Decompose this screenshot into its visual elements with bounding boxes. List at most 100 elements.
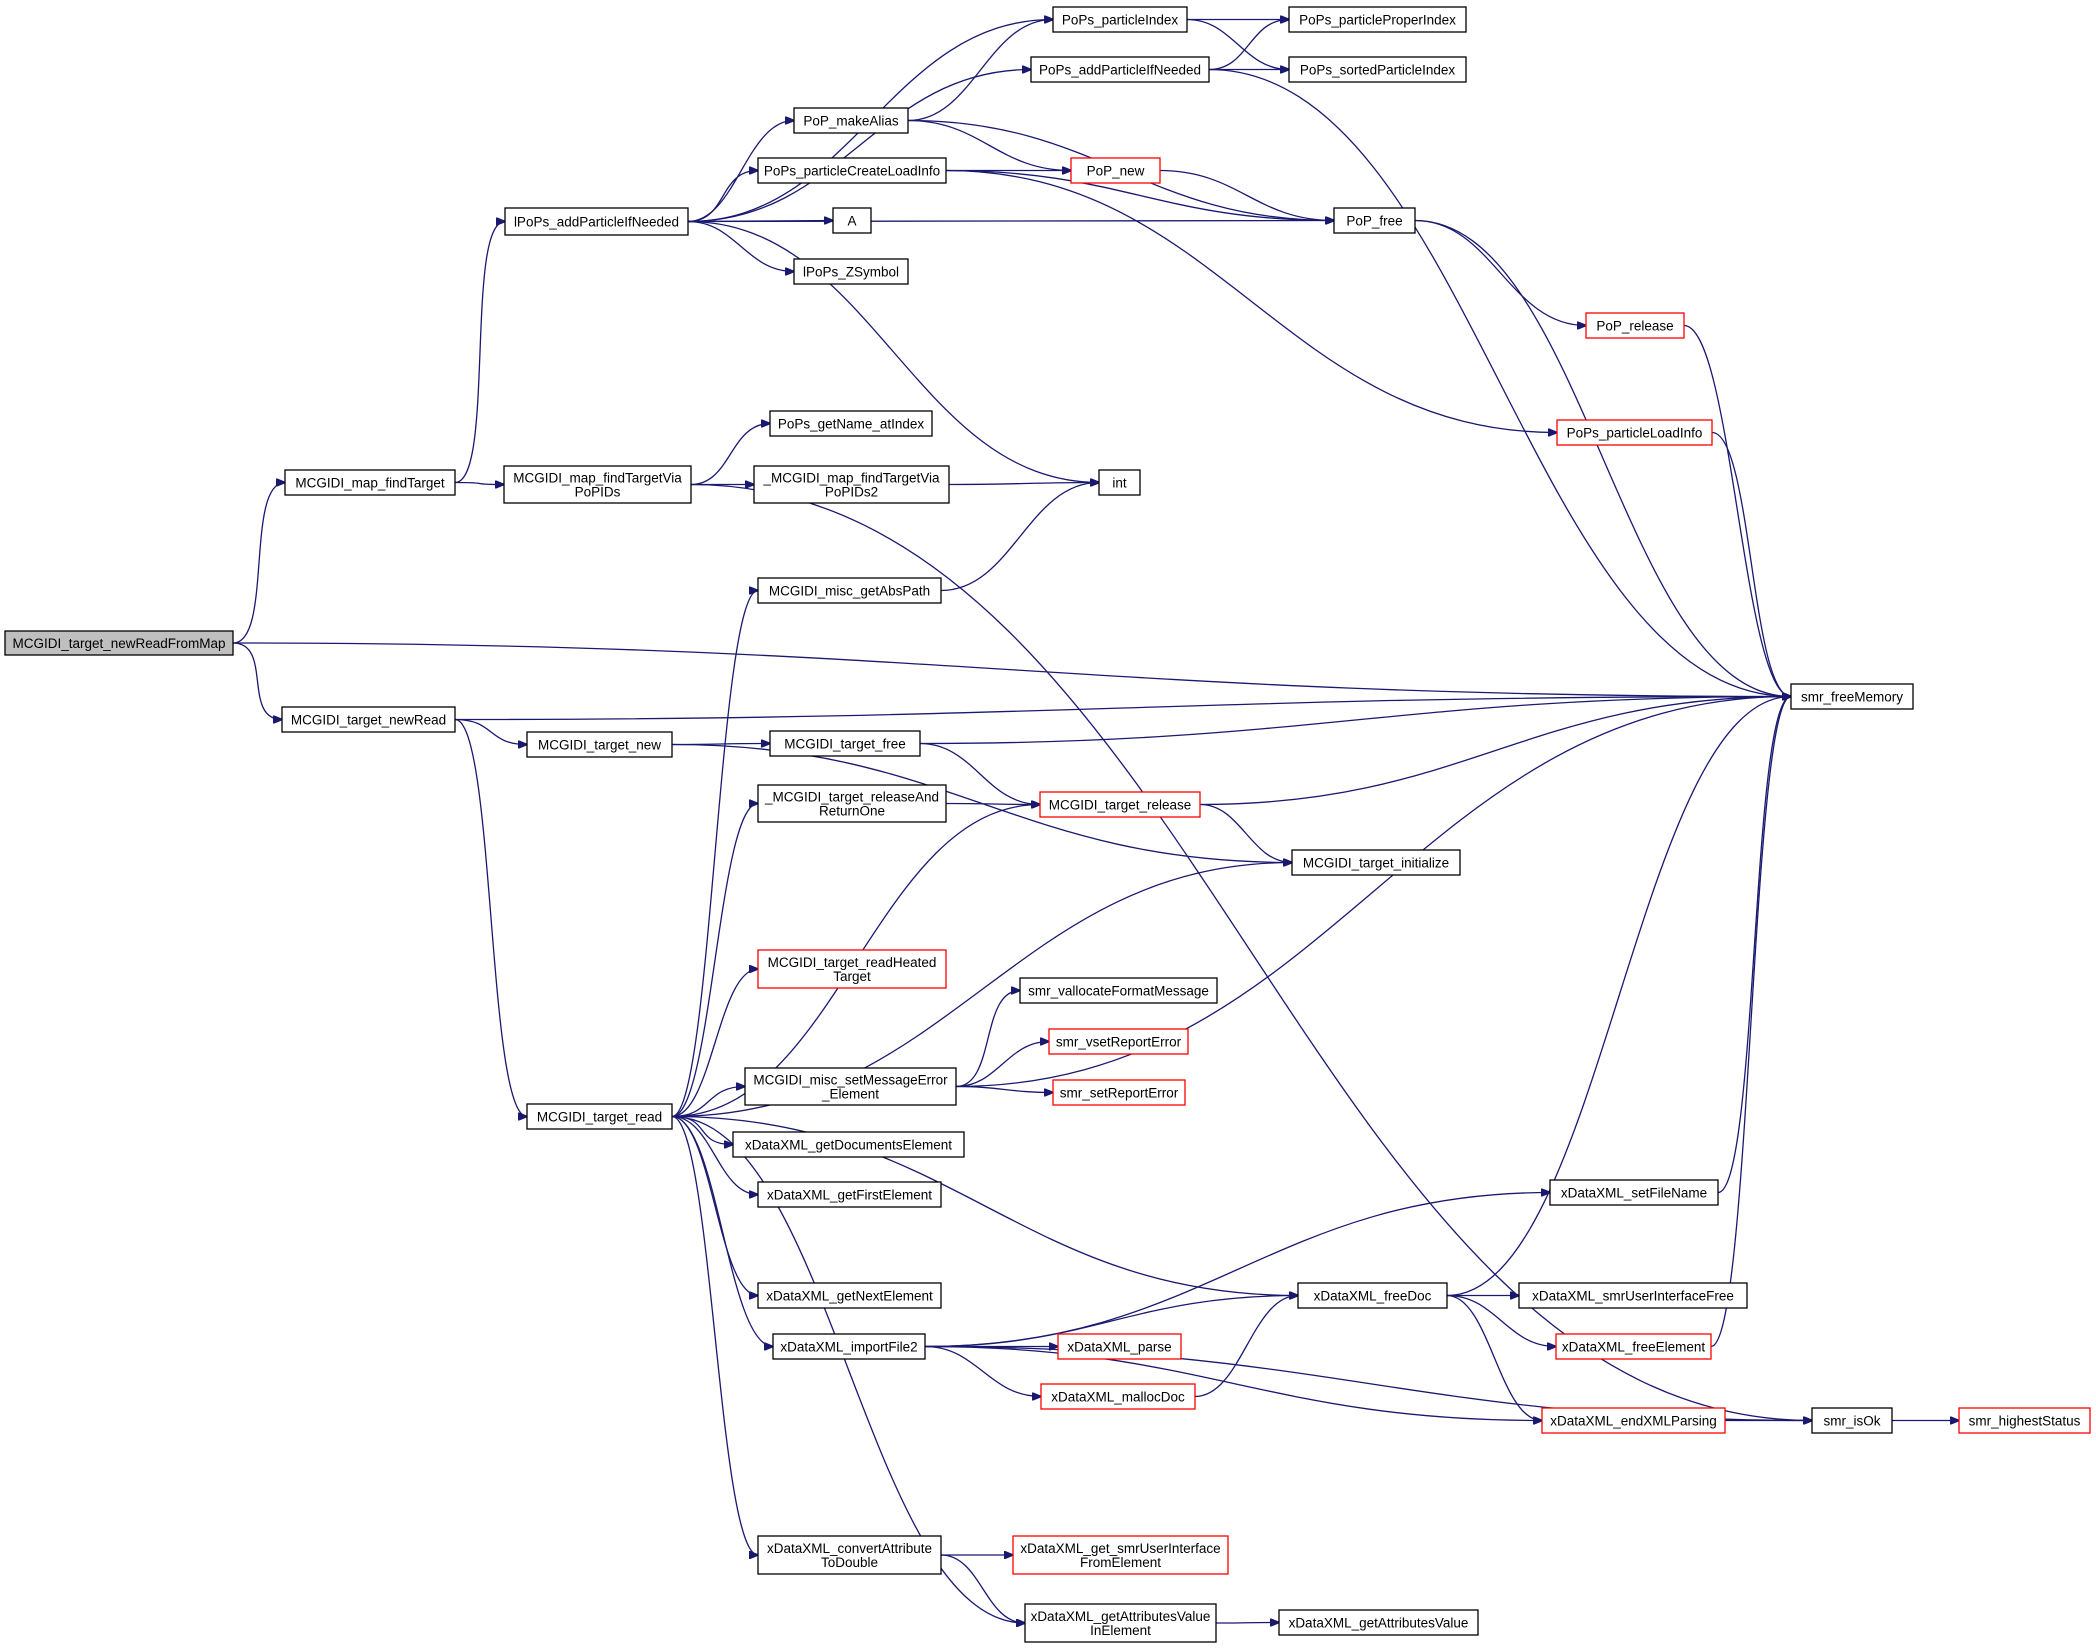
node-box[interactable] bbox=[4, 630, 234, 656]
node-box[interactable] bbox=[769, 730, 921, 757]
node-box[interactable] bbox=[757, 157, 947, 184]
node-box[interactable] bbox=[1288, 56, 1467, 83]
node-misc-get-abs-path[interactable]: MCGIDI_misc_getAbsPath bbox=[757, 577, 942, 604]
node-box[interactable] bbox=[1052, 1079, 1186, 1106]
node-malloc-doc[interactable]: xDataXML_mallocDoc bbox=[1040, 1383, 1196, 1410]
node-target-release[interactable]: MCGIDI_target_release bbox=[1039, 791, 1201, 818]
node-box[interactable] bbox=[793, 258, 909, 285]
node-smr-user-interface-free[interactable]: xDataXML_smrUserInterfaceFree bbox=[1518, 1282, 1748, 1309]
node-box[interactable] bbox=[504, 207, 689, 236]
node-box[interactable] bbox=[832, 207, 872, 234]
node-end-xmlparsing[interactable]: xDataXML_endXMLParsing bbox=[1541, 1407, 1726, 1434]
node-set-file-name[interactable]: xDataXML_setFileName bbox=[1549, 1179, 1719, 1206]
node-box[interactable] bbox=[1291, 849, 1461, 876]
node-get-documents-element[interactable]: xDataXML_getDocumentsElement bbox=[732, 1131, 965, 1158]
node-box[interactable] bbox=[757, 784, 947, 823]
node-pops-particle-index[interactable]: PoPs_particleIndex bbox=[1052, 6, 1188, 33]
node-lpops-zsymbol[interactable]: lPoPs_ZSymbol bbox=[793, 258, 909, 285]
node-box[interactable] bbox=[1030, 56, 1210, 83]
node-box[interactable] bbox=[1585, 312, 1685, 339]
node-import-file2[interactable]: xDataXML_importFile2 bbox=[772, 1333, 926, 1360]
node-box[interactable] bbox=[1541, 1407, 1726, 1434]
node-pops-load-info[interactable]: PoPs_particleLoadInfo bbox=[1556, 419, 1713, 446]
node-box[interactable] bbox=[1297, 1282, 1448, 1309]
node-set-report-error[interactable]: smr_setReportError bbox=[1052, 1079, 1186, 1106]
node-box[interactable] bbox=[757, 1535, 942, 1575]
node-get-first-element[interactable]: xDataXML_getFirstElement bbox=[757, 1181, 942, 1208]
node-pops-add-particle[interactable]: PoPs_addParticleIfNeeded bbox=[1030, 56, 1210, 83]
node-set-message-error[interactable]: MCGIDI_misc_setMessageError_Element bbox=[744, 1067, 957, 1106]
node-box[interactable] bbox=[1556, 419, 1713, 446]
node-box[interactable] bbox=[1098, 469, 1141, 496]
node-box[interactable] bbox=[526, 731, 673, 758]
node-box[interactable] bbox=[753, 465, 950, 504]
node-box[interactable] bbox=[757, 577, 942, 604]
node-pop-free[interactable]: PoP_free bbox=[1333, 207, 1416, 234]
node-lpops-add[interactable]: lPoPs_addParticleIfNeeded bbox=[504, 207, 689, 236]
node-box[interactable] bbox=[1039, 791, 1201, 818]
node-box[interactable] bbox=[1958, 1407, 2091, 1434]
node-pops-sorted-index[interactable]: PoPs_sortedParticleIndex bbox=[1288, 56, 1467, 83]
node-box[interactable] bbox=[1070, 157, 1161, 184]
node-box[interactable] bbox=[772, 1333, 926, 1360]
node-box[interactable] bbox=[1012, 1535, 1229, 1575]
node-box[interactable] bbox=[1288, 6, 1467, 33]
node-box[interactable] bbox=[1811, 1407, 1893, 1434]
node-box[interactable] bbox=[1790, 683, 1914, 710]
node-box[interactable] bbox=[1024, 1603, 1217, 1643]
node-get-attributes-value[interactable]: xDataXML_getAttributesValue bbox=[1278, 1609, 1479, 1636]
node-box[interactable] bbox=[1555, 1333, 1712, 1360]
node-box[interactable] bbox=[1333, 207, 1416, 234]
node-parse[interactable]: xDataXML_parse bbox=[1057, 1333, 1182, 1360]
node-box[interactable] bbox=[526, 1103, 673, 1130]
node-map-find-target[interactable]: MCGIDI_map_findTarget bbox=[284, 469, 456, 496]
node-get-next-element[interactable]: xDataXML_getNextElement bbox=[757, 1282, 942, 1309]
node-box[interactable] bbox=[281, 706, 456, 733]
node-target-initialize[interactable]: MCGIDI_target_initialize bbox=[1291, 849, 1461, 876]
node-box[interactable] bbox=[1518, 1282, 1748, 1309]
node-box[interactable] bbox=[757, 1181, 942, 1208]
node-box[interactable] bbox=[793, 107, 909, 134]
node-target-read[interactable]: MCGIDI_target_read bbox=[526, 1103, 673, 1130]
node-box[interactable] bbox=[1278, 1609, 1479, 1636]
node-pops-create-load-info[interactable]: PoPs_particleCreateLoadInfo bbox=[757, 157, 947, 184]
node-box[interactable] bbox=[1057, 1333, 1182, 1360]
node-box[interactable] bbox=[744, 1067, 957, 1106]
node-root[interactable]: MCGIDI_target_newReadFromMap bbox=[4, 630, 234, 656]
node-box[interactable] bbox=[757, 949, 947, 989]
node-pop-new[interactable]: PoP_new bbox=[1070, 157, 1161, 184]
node-free-element[interactable]: xDataXML_freeElement bbox=[1555, 1333, 1712, 1360]
node-box[interactable] bbox=[1048, 1028, 1189, 1055]
node-pop-make-alias[interactable]: PoP_makeAlias bbox=[793, 107, 909, 134]
node-a[interactable]: A bbox=[832, 207, 872, 234]
node-vset-report-error[interactable]: smr_vsetReportError bbox=[1048, 1028, 1189, 1055]
node-box[interactable] bbox=[1040, 1383, 1196, 1410]
node-box[interactable] bbox=[769, 410, 933, 437]
node-box[interactable] bbox=[757, 1282, 942, 1309]
node-smr-free-memory[interactable]: smr_freeMemory bbox=[1790, 683, 1914, 710]
node-int[interactable]: int bbox=[1098, 469, 1141, 496]
node-box[interactable] bbox=[732, 1131, 965, 1158]
node-smr-is-ok[interactable]: smr_isOk bbox=[1811, 1407, 1893, 1434]
node-pops-get-name[interactable]: PoPs_getName_atIndex bbox=[769, 410, 933, 437]
node-free-doc[interactable]: xDataXML_freeDoc bbox=[1297, 1282, 1448, 1309]
node-vallocate[interactable]: smr_vallocateFormatMessage bbox=[1019, 977, 1218, 1004]
node-box[interactable] bbox=[284, 469, 456, 496]
node-target-free[interactable]: MCGIDI_target_free bbox=[769, 730, 921, 757]
node-smr-highest-status[interactable]: smr_highestStatus bbox=[1958, 1407, 2091, 1434]
node-box[interactable] bbox=[1549, 1179, 1719, 1206]
node-target-new[interactable]: MCGIDI_target_new bbox=[526, 731, 673, 758]
node-target-new-read[interactable]: MCGIDI_target_newRead bbox=[281, 706, 456, 733]
node-pop-release[interactable]: PoP_release bbox=[1585, 312, 1685, 339]
node-box[interactable] bbox=[503, 465, 692, 504]
node-box[interactable] bbox=[1019, 977, 1218, 1004]
node-pops-proper-index[interactable]: PoPs_particleProperIndex bbox=[1288, 6, 1467, 33]
node-box[interactable] bbox=[1052, 6, 1188, 33]
